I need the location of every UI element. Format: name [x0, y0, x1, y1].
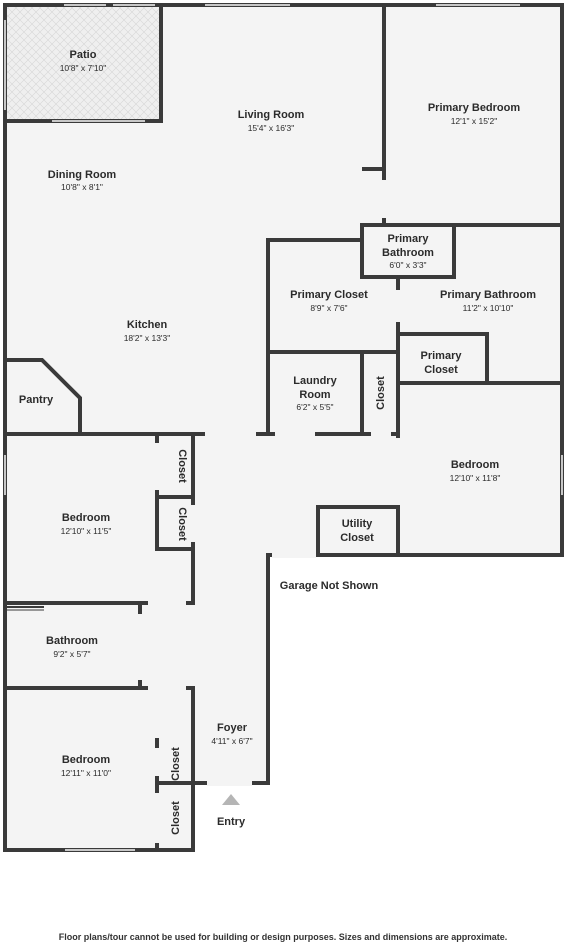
patio-label: Patio [70, 49, 97, 61]
primary-closet-small-label-1: Primary [421, 350, 463, 362]
primary-closet-small-label-2: Closet [424, 364, 458, 376]
kitchen-label: Kitchen [127, 319, 168, 331]
bedroom-3-dims: 12'11" x 11'0" [61, 768, 111, 778]
primary-bedroom-dims: 12'1" x 15'2" [451, 116, 498, 126]
bedroom-east-dims: 12'10" x 11'8" [450, 473, 501, 483]
living-room-dims: 15'4" x 16'3" [248, 123, 295, 133]
bathroom-label: Bathroom [46, 635, 98, 647]
kitchen-dims: 18'2" x 13'3" [124, 333, 171, 343]
laundry-room-dims: 6'2" x 5'5" [296, 402, 333, 412]
pantry-label: Pantry [19, 394, 54, 406]
bedroom-east-label: Bedroom [451, 459, 500, 471]
foyer-dims: 4'11" x 6'7" [211, 736, 252, 746]
primary-bathroom-small-dims: 6'0" x 3'3" [389, 260, 426, 270]
laundry-room-label-2: Room [299, 389, 330, 401]
bathroom-dims: 9'2" x 5'7" [53, 649, 90, 659]
stair-hatch [7, 606, 44, 611]
primary-bathroom-small-label-1: Primary [388, 233, 430, 245]
closet-laundry-label: Closet [375, 376, 387, 410]
bedroom-3-label: Bedroom [62, 754, 111, 766]
disclaimer: Floor plans/tour cannot be used for buil… [59, 932, 508, 942]
laundry-room-label-1: Laundry [293, 375, 337, 387]
garage-note: Garage Not Shown [280, 580, 379, 592]
primary-bathroom-label: Primary Bathroom [440, 289, 536, 301]
bedroom-2-label: Bedroom [62, 512, 111, 524]
entry-label: Entry [217, 816, 246, 828]
closet-bed2-upper-label: Closet [176, 449, 188, 483]
utility-closet-label-2: Closet [340, 532, 374, 544]
primary-bedroom-label: Primary Bedroom [428, 102, 521, 114]
primary-closet-dims: 8'9" x 7'6" [310, 303, 347, 313]
primary-bathroom-dims: 11'2" x 10'10" [463, 303, 514, 313]
floor-fill [5, 5, 562, 850]
closet-bed3-upper-label: Closet [170, 747, 182, 781]
windows [4, 4, 563, 851]
entry-arrow-icon [222, 794, 240, 805]
dining-room-label: Dining Room [48, 169, 117, 181]
living-room-label: Living Room [238, 109, 305, 121]
primary-closet-label: Primary Closet [290, 289, 368, 301]
primary-bathroom-small-label-2: Bathroom [382, 247, 434, 259]
foyer-label: Foyer [217, 722, 248, 734]
closet-bed2-lower-label: Closet [176, 507, 188, 541]
closet-bed3-lower-label: Closet [170, 801, 182, 835]
patio-dims: 10'8" x 7'10" [60, 63, 107, 73]
door-openings [137, 180, 401, 843]
bedroom-2-dims: 12'10" x 11'5" [61, 526, 112, 536]
utility-closet-label-1: Utility [342, 518, 373, 530]
dining-room-dims: 10'8" x 8'1" [61, 182, 103, 192]
